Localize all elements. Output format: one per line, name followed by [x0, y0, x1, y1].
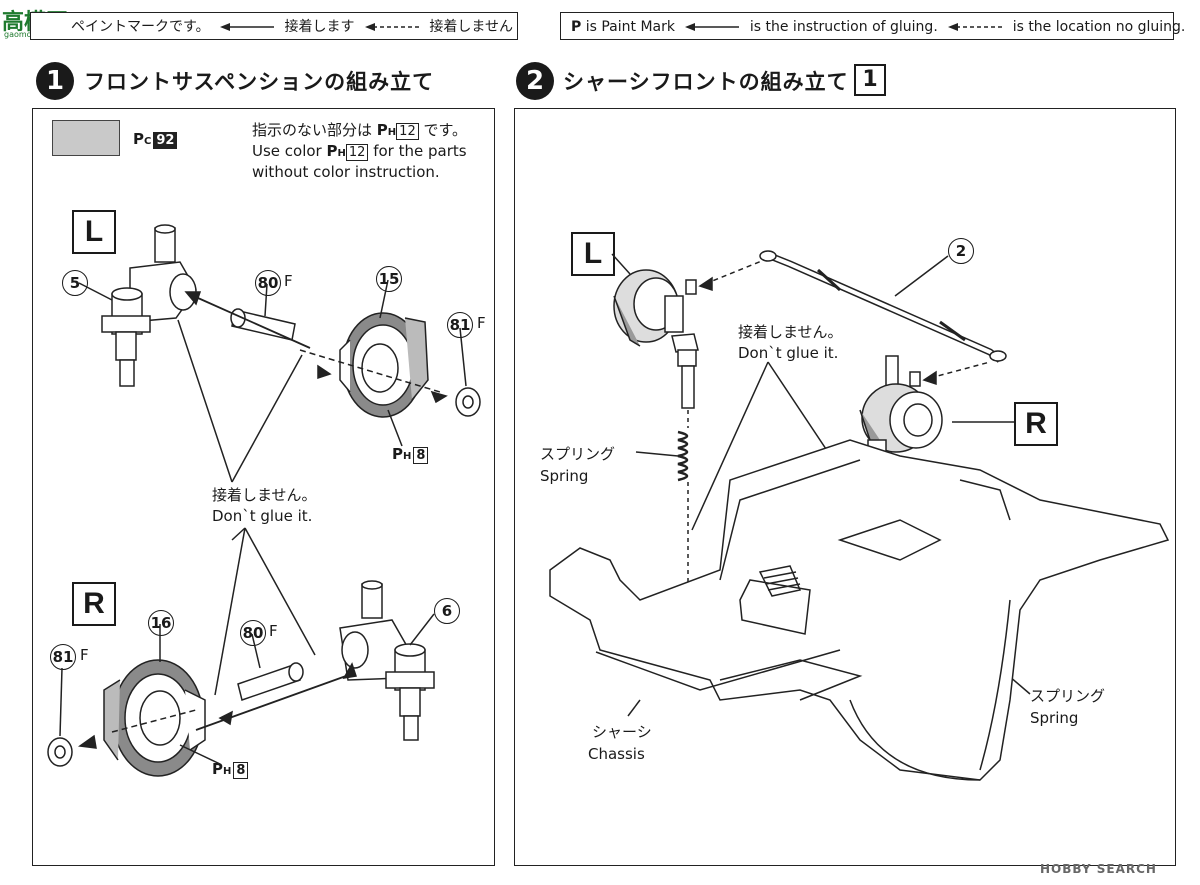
no-glue-arrow-icon	[948, 23, 1003, 31]
color-note-en-pre: Use color	[252, 142, 322, 160]
step1-panel	[32, 108, 495, 866]
paint-prefix: P	[133, 130, 144, 148]
part-81-right-flag: F	[80, 646, 89, 664]
paint-code: 92	[153, 132, 178, 149]
step1-number: 1	[36, 62, 74, 100]
paint-sub: C	[144, 136, 152, 147]
paint-symbol: PH	[326, 142, 346, 160]
color-note-jp-pre: 指示のない部分は	[252, 121, 373, 139]
legend-en-no-glue: is the location no gluing.	[1012, 19, 1186, 35]
chassis-label-en: Chassis	[588, 745, 645, 763]
color-note-en-code: 12	[345, 144, 369, 161]
washer-81-left-drawing	[455, 327, 481, 417]
left-side-label-step2: L	[571, 232, 615, 276]
hub-16-drawing	[103, 624, 206, 777]
legend-en-paint-symbol: P	[571, 19, 582, 35]
paint-prefix: P	[212, 760, 223, 778]
part-80-left: 80	[255, 270, 281, 296]
step1-title: フロントサスペンションの組み立て	[84, 70, 435, 94]
legend-japanese: ペイントマークです。 接着します 接着しません	[30, 12, 518, 40]
color-note-jp-post: です。	[423, 121, 468, 139]
hobby-search-watermark: HOBBY SEARCH	[1040, 862, 1157, 876]
stabilizer-rod-drawing	[759, 250, 1007, 363]
no-glue-label-en: Don`t glue it.	[212, 507, 313, 525]
right-side-label: R	[72, 582, 116, 626]
part-80-right-flag: F	[269, 622, 278, 640]
knuckle-left-step2-drawing	[611, 253, 699, 409]
step2-title: シャーシフロントの組み立て	[563, 70, 849, 94]
no-glue-label-en-step2: Don`t glue it.	[738, 344, 839, 362]
knuckle-right-drawing	[339, 580, 435, 741]
spring-label-en-left: Spring	[540, 467, 589, 485]
right-side-label-step2: R	[1014, 402, 1058, 446]
part-15: 15	[376, 266, 402, 292]
chassis-label-jp: シャーシ	[592, 723, 652, 741]
paint-sub: H	[403, 451, 412, 462]
step2-panel	[514, 108, 1176, 866]
step2-reference-box: 1	[854, 64, 886, 96]
part-81-right: 81	[50, 644, 76, 670]
paint-swatch	[52, 120, 120, 156]
legend-jp-paint: ペイントマークです。	[71, 19, 210, 35]
legend-en-paint: is Paint Mark	[585, 19, 675, 35]
part-2: 2	[948, 238, 974, 264]
hub-15-drawing	[339, 279, 429, 418]
glue-arrow-icon	[685, 23, 740, 31]
paint-sub: H	[223, 766, 232, 777]
shaft-80-right-drawing	[237, 633, 304, 701]
no-glue-arrow-icon	[364, 23, 419, 31]
color-note-en-post: for the parts	[373, 142, 467, 160]
part-81-left-flag: F	[477, 314, 486, 332]
paint-symbol: PH	[376, 121, 397, 139]
legend-jp-glue: 接着します	[284, 19, 355, 35]
no-glue-label-jp: 接着しません。	[212, 486, 317, 504]
glue-arrow-icon	[220, 23, 275, 31]
legend-jp-no-glue: 接着しません	[429, 19, 514, 35]
knuckle-left-drawing	[78, 224, 197, 387]
part-80-left-flag: F	[284, 272, 293, 290]
legend-english: P is Paint Mark is the instruction of gl…	[560, 12, 1185, 40]
legend-en-glue: is the instruction of gluing.	[749, 19, 938, 35]
color-note-en-2: without color instruction.	[252, 163, 440, 181]
left-side-label: L	[72, 210, 116, 254]
watermark-url: gaomo.com	[4, 30, 52, 39]
paint-code: 8	[413, 447, 429, 464]
part-5: 5	[62, 270, 88, 296]
color-note-code: 12	[396, 123, 419, 140]
spring-label-en-right: Spring	[1030, 709, 1079, 727]
part-16: 16	[148, 610, 174, 636]
paint-prefix: P	[392, 445, 403, 463]
part-6: 6	[434, 598, 460, 624]
step2-number: 2	[516, 62, 554, 100]
paint-code: 8	[233, 762, 249, 779]
spring-label-jp-left: スプリング	[540, 445, 616, 463]
washer-81-right-drawing	[47, 667, 73, 767]
no-glue-label-jp-step2: 接着しません。	[738, 323, 843, 341]
part-80-right: 80	[240, 620, 266, 646]
chassis-drawing	[549, 439, 1170, 781]
spring-label-jp-right: スプリング	[1030, 687, 1106, 705]
